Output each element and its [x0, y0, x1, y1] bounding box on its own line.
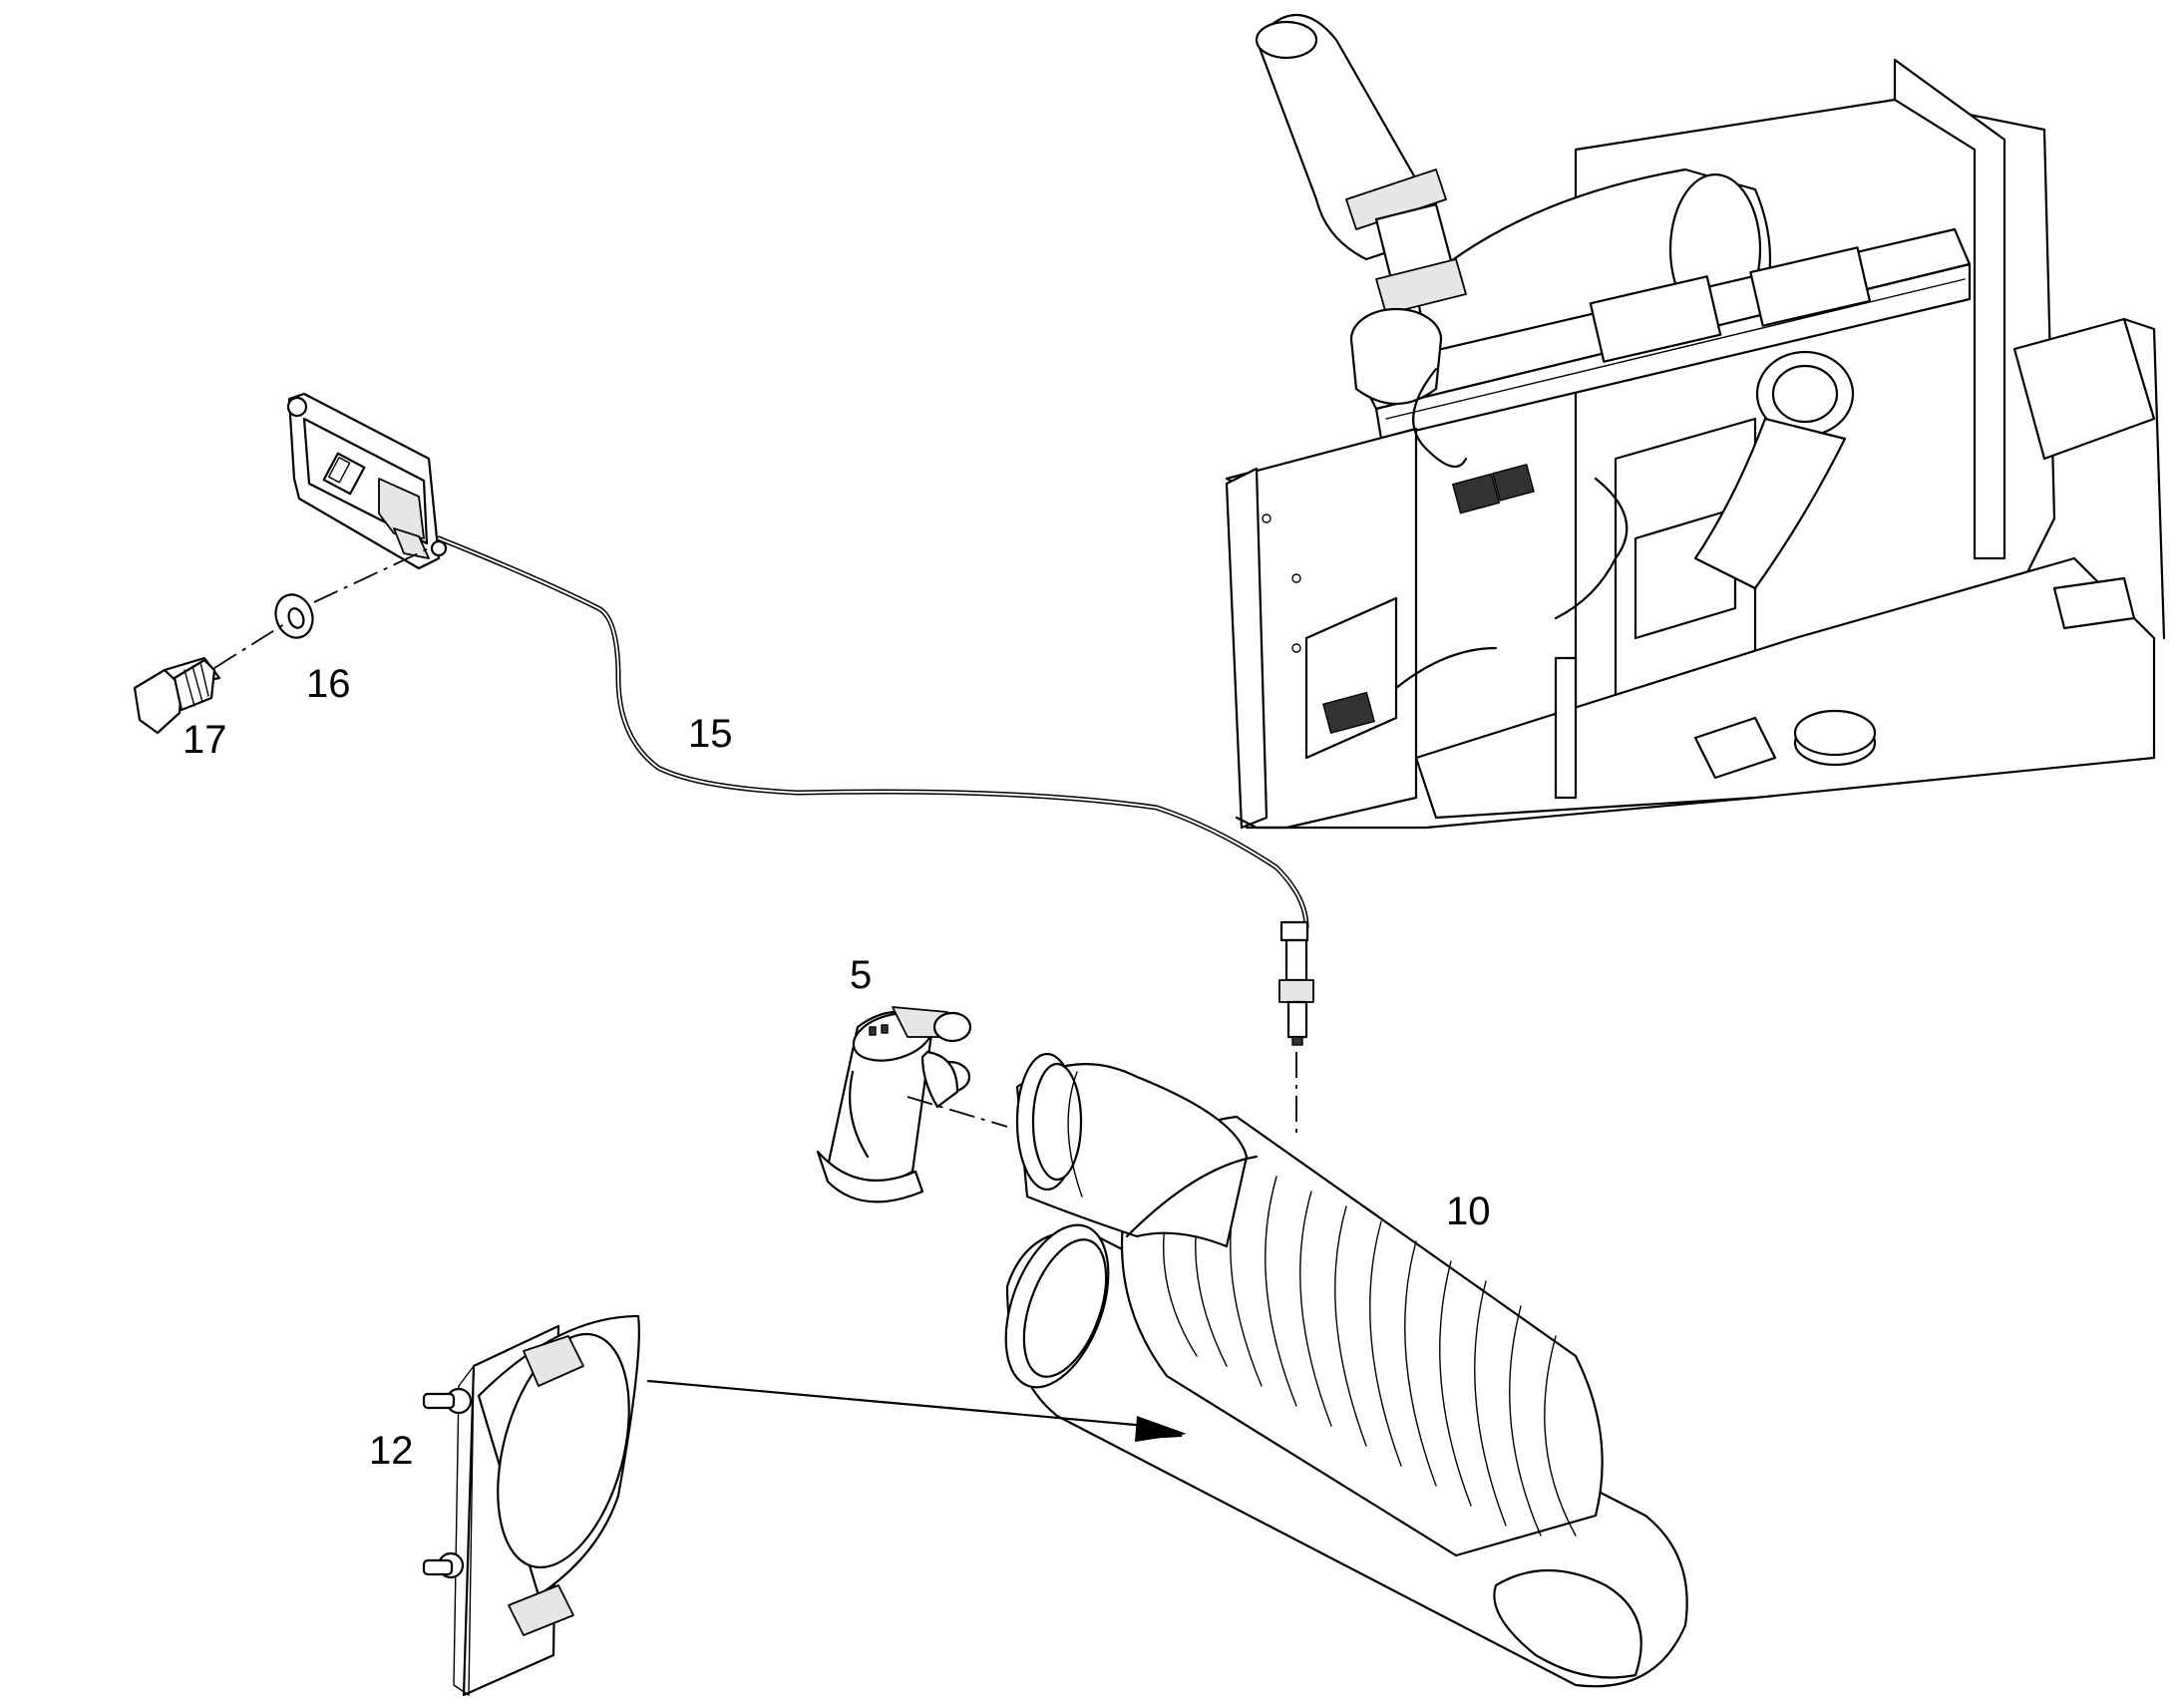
sensor-probe [1278, 920, 1314, 1046]
clamp-centerline [907, 1096, 1008, 1128]
install-arrow [646, 1379, 1187, 1442]
bolt-centerline [213, 623, 285, 669]
sensor-control-module [286, 392, 448, 570]
u-bolt-clamp [422, 1314, 640, 1697]
callout-5: 5 [850, 953, 873, 997]
exhaust-pipe-bellows [1004, 1052, 1688, 1688]
sensor-cable [436, 535, 1309, 930]
v-band-clamp [816, 1006, 972, 1203]
washer [274, 593, 314, 639]
callout-10: 10 [1446, 1190, 1491, 1233]
callout-12: 12 [369, 1429, 414, 1473]
washer-centerline [313, 547, 430, 603]
callout-17: 17 [182, 718, 227, 762]
bolt [133, 656, 221, 735]
callout-16: 16 [306, 662, 351, 706]
callout-15: 15 [688, 712, 733, 756]
engine-frame-assembly [1225, 14, 2166, 830]
